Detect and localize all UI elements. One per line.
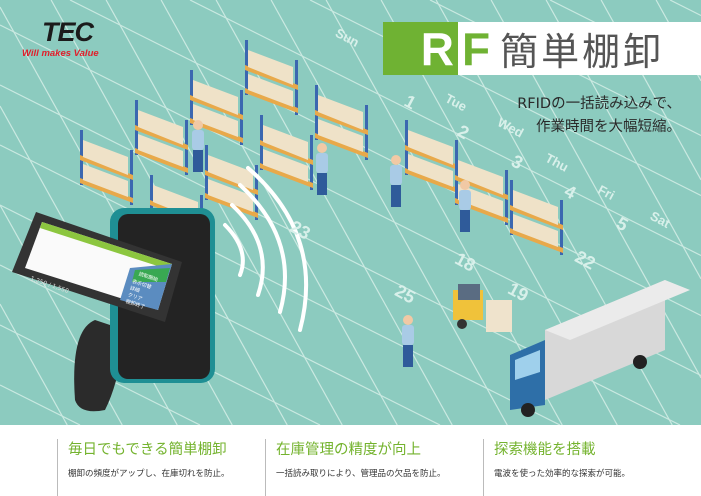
feature-desc: 電波を使った効率的な探索が可能。 xyxy=(494,469,631,479)
subtitle-line-2: 作業時間を大幅短縮。 xyxy=(536,119,681,135)
storage-shelf xyxy=(135,100,188,175)
device-button-details: 詳細 xyxy=(129,284,141,294)
truck xyxy=(510,280,690,417)
worker xyxy=(192,120,204,172)
floor-grid-line xyxy=(189,0,701,257)
floor-grid-line xyxy=(0,144,561,425)
floor-grid-line xyxy=(105,0,343,425)
headline: R F 簡単棚卸 xyxy=(383,22,701,75)
storage-shelf xyxy=(315,85,368,160)
tec-logo: TEC Will makes Value xyxy=(22,18,99,59)
feature-desc: 一括読み取りにより、管理品の欠品を防止。 xyxy=(276,469,446,479)
feature-title: 探索機能を搭載 xyxy=(494,442,596,458)
subtitle-line-1: RFIDの一括読み込みで、 xyxy=(517,96,681,112)
logo-tagline: Will makes Value xyxy=(22,48,99,59)
floor-grid-line xyxy=(160,0,398,425)
handheld-scanner: 読取開始 表示切替 詳細 クリア 棚卸終了 1,250 / 1,550 xyxy=(12,208,215,412)
feature-title: 在庫管理の精度が向上 xyxy=(276,442,421,458)
storage-shelf xyxy=(245,40,298,115)
headline-r: R xyxy=(420,22,454,75)
floor-grid-line xyxy=(0,303,68,425)
storage-shelf xyxy=(80,130,133,205)
forklift xyxy=(453,284,512,332)
worker xyxy=(459,180,471,232)
floor-grid-line xyxy=(270,0,508,425)
storage-shelf xyxy=(190,70,243,145)
hero-illustration: 読取開始 表示切替 詳細 クリア 棚卸終了 1,250 / 1,550 TEC … xyxy=(0,0,701,425)
floor-grid-line xyxy=(0,384,81,425)
feature-panel: 毎日でもできる簡単棚卸 棚卸の頻度がアップし、在庫切れを防止。 在庫管理の精度が… xyxy=(0,425,701,496)
feature-3: 探索機能を搭載 電波を使った効率的な探索が可能。 xyxy=(483,439,630,496)
worker xyxy=(402,315,414,367)
floor-grid-line xyxy=(309,0,701,197)
worker xyxy=(390,155,402,207)
feature-2: 在庫管理の精度が向上 一括読み取りにより、管理品の欠品を防止。 xyxy=(265,439,446,496)
headline-f: F xyxy=(462,22,491,75)
feature-1: 毎日でもできる簡単棚卸 棚卸の頻度がアップし、在庫切れを防止。 xyxy=(57,439,230,496)
headline-title: 簡単棚卸 xyxy=(500,30,665,74)
feature-title: 毎日でもできる簡単棚卸 xyxy=(68,442,227,458)
device-button-clear: クリア xyxy=(127,292,143,302)
worker xyxy=(316,143,328,195)
storage-shelf xyxy=(260,115,313,190)
subtitle: RFIDの一括読み込みで、 作業時間を大幅短縮。 xyxy=(517,93,681,139)
rfid-waves xyxy=(223,166,309,332)
floor-grid-line xyxy=(669,0,701,17)
storage-shelf xyxy=(405,120,458,195)
warehouse-illustration: 読取開始 表示切替 詳細 クリア 棚卸終了 1,250 / 1,550 xyxy=(0,0,701,425)
feature-desc: 棚卸の頻度がアップし、在庫切れを防止。 xyxy=(68,469,230,479)
logo-wordmark: TEC xyxy=(42,17,94,47)
floor-grid-line xyxy=(69,0,701,317)
storage-shelf xyxy=(205,145,258,220)
storage-shelf xyxy=(510,180,563,255)
